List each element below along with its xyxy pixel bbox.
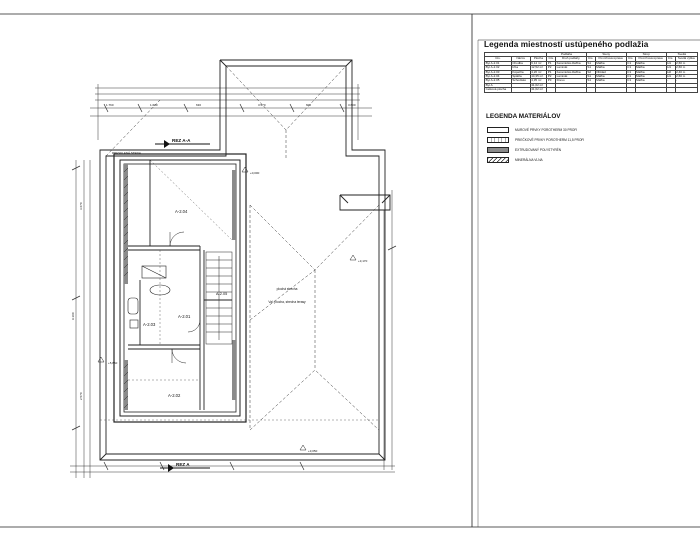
room-legend-title: Legenda miestností ustúpeného podlažia (484, 40, 649, 49)
dim-top-3: 630 (196, 103, 201, 107)
material-legend-item: MUROVÉ PRVKY POROTHERM 30 PROFI (487, 127, 697, 136)
room-label-a205: A-2.05 (216, 292, 227, 296)
material-label: PRIEČKOVÉ PRVKY POROTHERM 11,5 PROFI (515, 138, 585, 142)
dim-side-2: 3.670 (79, 202, 83, 210)
section-markers (155, 140, 210, 472)
table-cell: Kúpeľňa (510, 69, 531, 76)
material-legend-item: EXTRUDOVANÝ POLYSTYRÉN (487, 147, 697, 156)
terrace-note-2: Val. plocha, strecha terasy (268, 300, 306, 304)
material-swatch (487, 157, 509, 163)
room-table-header: Povrchová úprava (594, 56, 627, 62)
section-label-bottom: REZ A (176, 462, 190, 467)
room-table-header: Názov (510, 56, 531, 62)
material-label: EXTRUDOVANÝ POLYSTYRÉN (515, 148, 562, 152)
table-cell (546, 87, 557, 93)
dimension-ticks (71, 103, 397, 471)
room-table-header: Druh podlahy (555, 56, 587, 62)
dim-top-5: 600 (306, 103, 311, 107)
room-label-a204: A-2.04 (175, 209, 188, 214)
material-legend-item: MINERÁLNA VLNA (487, 157, 697, 166)
hidden-lines (100, 159, 380, 421)
room-table-group: Svetlá (665, 51, 699, 58)
table-cell: 41,62 m² (529, 87, 548, 93)
dim-top-4: 3.570 (258, 103, 266, 107)
table-cell (555, 87, 587, 93)
dimension-lines (70, 84, 395, 478)
roof-outline (99, 59, 391, 461)
table-cell (625, 87, 636, 93)
room-table-header: Svetlá výška (674, 56, 699, 62)
table-cell (585, 87, 596, 93)
bathroom-fixtures (127, 265, 171, 329)
table-cell: Chodba (510, 60, 531, 67)
material-swatch (487, 127, 509, 133)
door-swings (169, 231, 201, 364)
interior-partitions (128, 160, 232, 410)
terrace-hip-lines (105, 65, 380, 431)
material-swatch (487, 147, 509, 153)
building-walls (113, 153, 247, 423)
table-cell: Schodisko (510, 78, 531, 84)
level-2: +3,170 (358, 259, 368, 263)
table-cell (665, 87, 676, 93)
dim-top-6: 3.600 (348, 103, 356, 107)
material-swatch (487, 137, 509, 143)
material-label: MUROVÉ PRVKY POROTHERM 30 PROFI (515, 128, 578, 132)
dim-top-1: 1.760 (106, 103, 114, 107)
level-3: +3,050 (308, 449, 318, 453)
section-label-top: REZ A-A (172, 138, 191, 143)
table-cell (634, 87, 667, 93)
terrace-note: plochá strecha (277, 287, 298, 291)
room-label-a202: A-2.02 (168, 393, 181, 398)
room-table-header: Povrchová úprava (634, 56, 667, 62)
room-label-a203: A-2.03 (143, 322, 156, 327)
materials-legend-title: LEGENDA MATERIÁLOV (486, 113, 561, 120)
room-label-a201: A-2.01 (178, 314, 191, 319)
dim-side-3: 2.570 (79, 392, 83, 400)
plan-labels: A-2.04 A-2.05 A-2.01 A-2.03 A-2.02 REZ A… (71, 103, 368, 467)
table-cell (674, 87, 699, 93)
table-cell (510, 87, 531, 93)
dim-top-2: 1.600 (150, 103, 158, 107)
level-4: +5,850 (108, 361, 118, 365)
table-cell: Keramická dlažba (555, 69, 587, 76)
level-1: +0,000 (250, 171, 260, 175)
table-row: Celková plocha 41,62 m² (484, 87, 699, 93)
window-note: PRESKLENÁ STENA (112, 151, 141, 155)
level-markers (97, 166, 357, 451)
staircase (205, 251, 233, 345)
table-cell (594, 87, 627, 93)
material-legend-item: PRIEČKOVÉ PRVKY POROTHERM 11,5 PROFI (487, 137, 697, 146)
table-cell: Celková plocha (484, 87, 512, 93)
material-label: MINERÁLNA VLNA (515, 158, 543, 162)
table-cell: Keramická dlažba (555, 60, 587, 67)
dim-side-1: 9.100 (71, 312, 75, 320)
room-legend: Legenda miestností ustúpeného podlažia (484, 40, 698, 49)
table-cell: Spálňa (510, 73, 531, 80)
